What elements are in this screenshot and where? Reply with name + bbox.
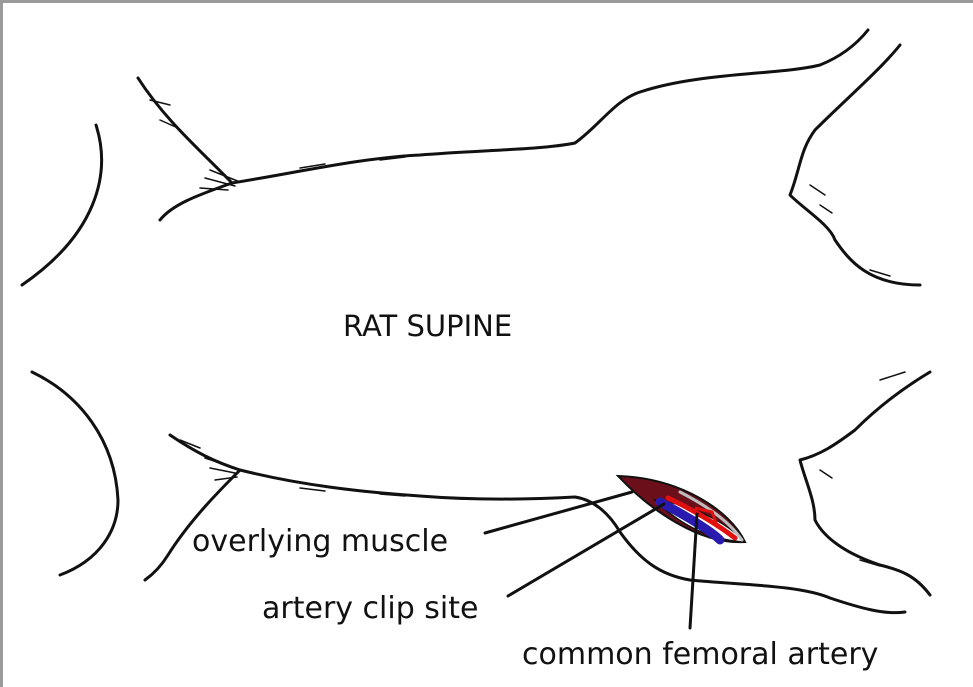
label-artery-clip-site: artery clip site [262,594,479,624]
diagram-title: RAT SUPINE [343,312,512,341]
leader-line-clip [508,504,664,596]
upper-left-limb [22,125,102,285]
label-overlying-muscle: overlying muscle [192,527,448,557]
fur-hatching [150,100,905,566]
upper-right-limb [790,45,920,285]
upper-body-contour [138,30,868,220]
incision-site [618,476,745,542]
lower-left-limb [32,372,118,575]
label-common-femoral-artery: common femoral artery [522,640,878,670]
